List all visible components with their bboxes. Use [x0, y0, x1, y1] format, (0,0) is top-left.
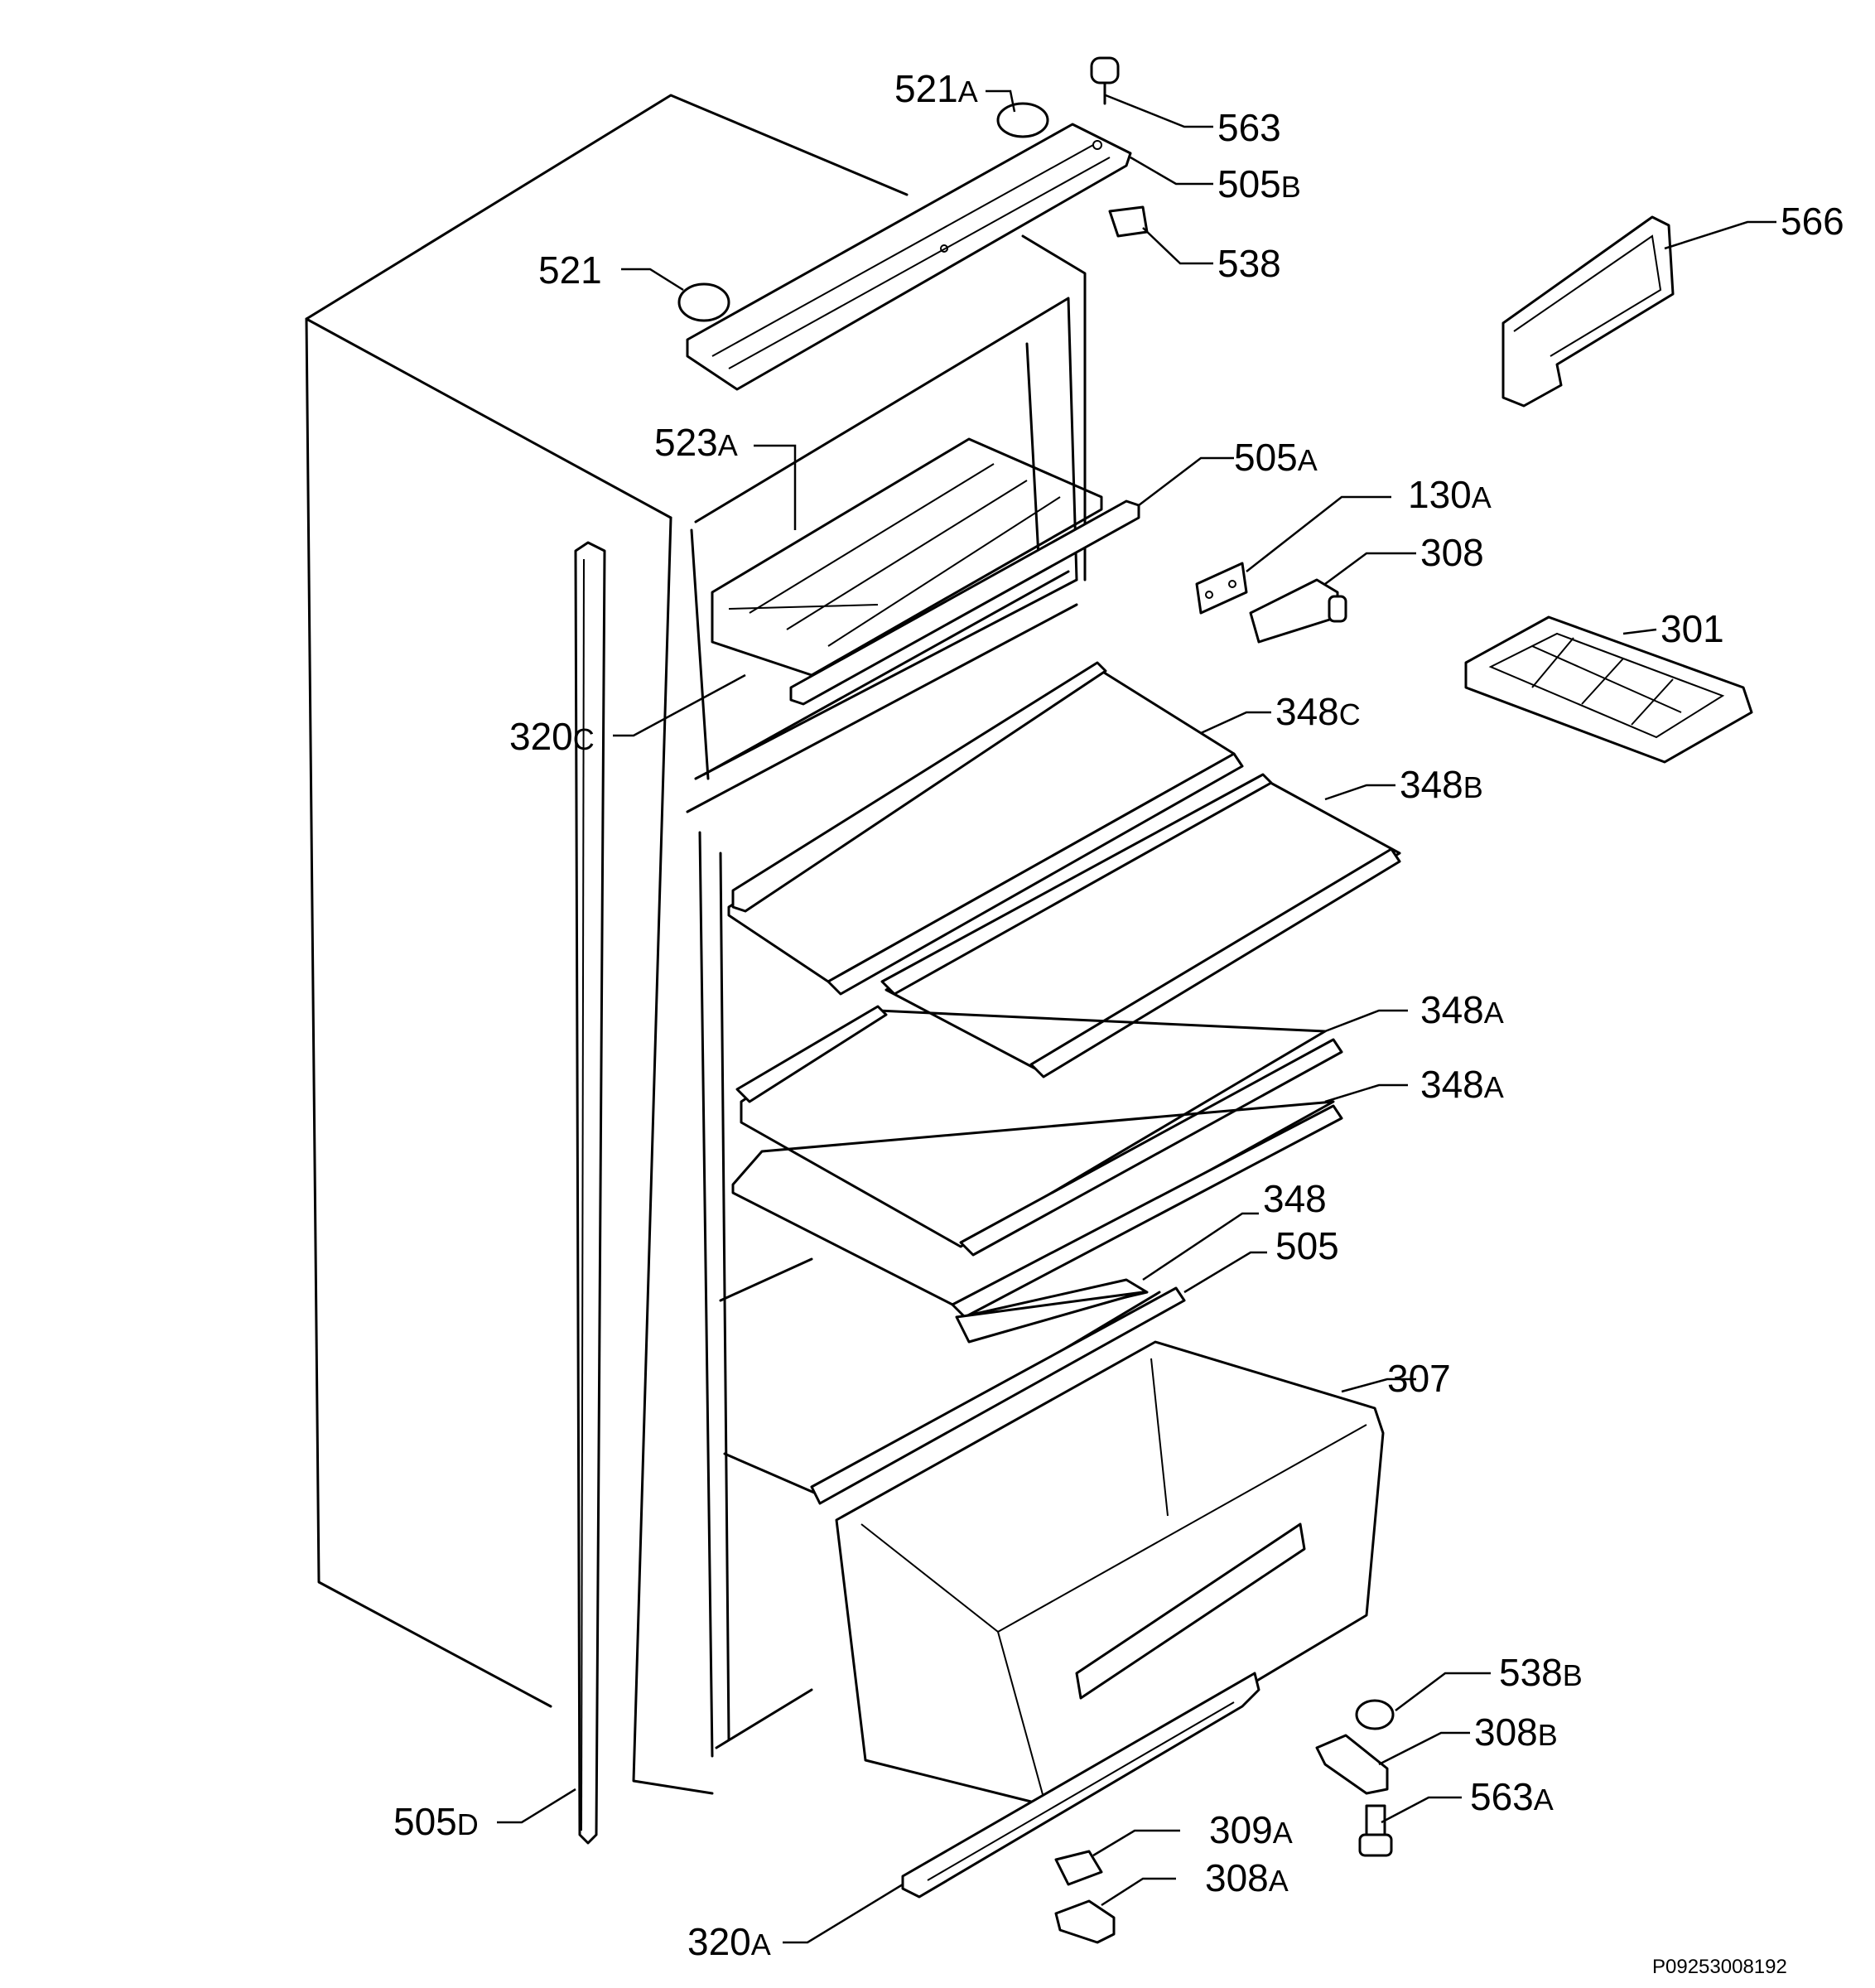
- callout-348c: 348C: [1275, 690, 1361, 733]
- callout-308a: 308A: [1205, 1856, 1289, 1899]
- callout-521: 521: [538, 248, 602, 292]
- glass-shelf-348: [955, 1278, 1149, 1344]
- ice-scraper: [1501, 215, 1675, 408]
- bottom-grille: [901, 1672, 1260, 1899]
- leader-lines: [497, 89, 1776, 1944]
- cap-521a: [996, 102, 1049, 138]
- drawing-number: P09253008192: [1652, 1956, 1787, 1978]
- top-hinge-bracket: [686, 123, 1132, 391]
- freezer-rail: [789, 499, 1140, 706]
- callout-566: 566: [1781, 200, 1844, 243]
- glass-shelf-348b: [880, 773, 1401, 1078]
- glass-shelf-348a-lower: [731, 1100, 1343, 1319]
- callout-505b: 505B: [1217, 162, 1301, 205]
- callout-563a: 563A: [1470, 1775, 1554, 1818]
- pin-563a: [1358, 1804, 1393, 1857]
- callout-521a: 521A: [894, 67, 978, 110]
- callout-307: 307: [1387, 1357, 1451, 1400]
- cover-309a: [1054, 1850, 1103, 1886]
- callout-348a-lower: 348A: [1420, 1063, 1504, 1106]
- callout-505a: 505A: [1234, 436, 1318, 479]
- callout-308: 308: [1420, 531, 1484, 574]
- crisper-cover: [719, 1257, 1186, 1505]
- stop-538: [1108, 205, 1149, 238]
- callout-308b: 308B: [1474, 1711, 1558, 1754]
- stop-538b: [1355, 1699, 1395, 1730]
- freezer-shelf: [711, 437, 1103, 677]
- callout-538: 538: [1217, 242, 1281, 285]
- glass-shelf-348c: [727, 661, 1244, 996]
- crisper-drawer: [835, 1340, 1385, 1807]
- callout-348b: 348B: [1400, 763, 1483, 806]
- hinge-308a: [1054, 1899, 1116, 1944]
- pin-563: [1090, 56, 1120, 105]
- callout-505d: 505D: [393, 1800, 479, 1843]
- callout-348: 348: [1263, 1177, 1327, 1220]
- hinge-plate: [1195, 562, 1248, 615]
- callout-523a: 523A: [654, 421, 738, 464]
- callout-505: 505: [1275, 1224, 1339, 1267]
- callout-320a: 320A: [687, 1920, 771, 1963]
- cabinet: [305, 94, 1087, 1795]
- callout-309a: 309A: [1209, 1808, 1293, 1851]
- callout-348a-upper: 348A: [1420, 988, 1504, 1031]
- callout-563: 563: [1217, 106, 1281, 149]
- callout-labels: 521A 563 505B 538 566 521 523A 505A 130A…: [393, 67, 1844, 1963]
- callout-320c: 320C: [509, 715, 595, 758]
- callout-538b: 538B: [1499, 1651, 1583, 1694]
- door-gasket: [574, 541, 606, 1845]
- callout-130a: 130A: [1408, 473, 1492, 516]
- glass-shelf-348a-upper: [735, 1005, 1343, 1257]
- cap-521: [677, 282, 730, 322]
- hinge-308b: [1315, 1734, 1389, 1795]
- callout-301: 301: [1661, 607, 1724, 650]
- hinge: [1249, 578, 1347, 644]
- ice-cube-tray: [1464, 615, 1753, 764]
